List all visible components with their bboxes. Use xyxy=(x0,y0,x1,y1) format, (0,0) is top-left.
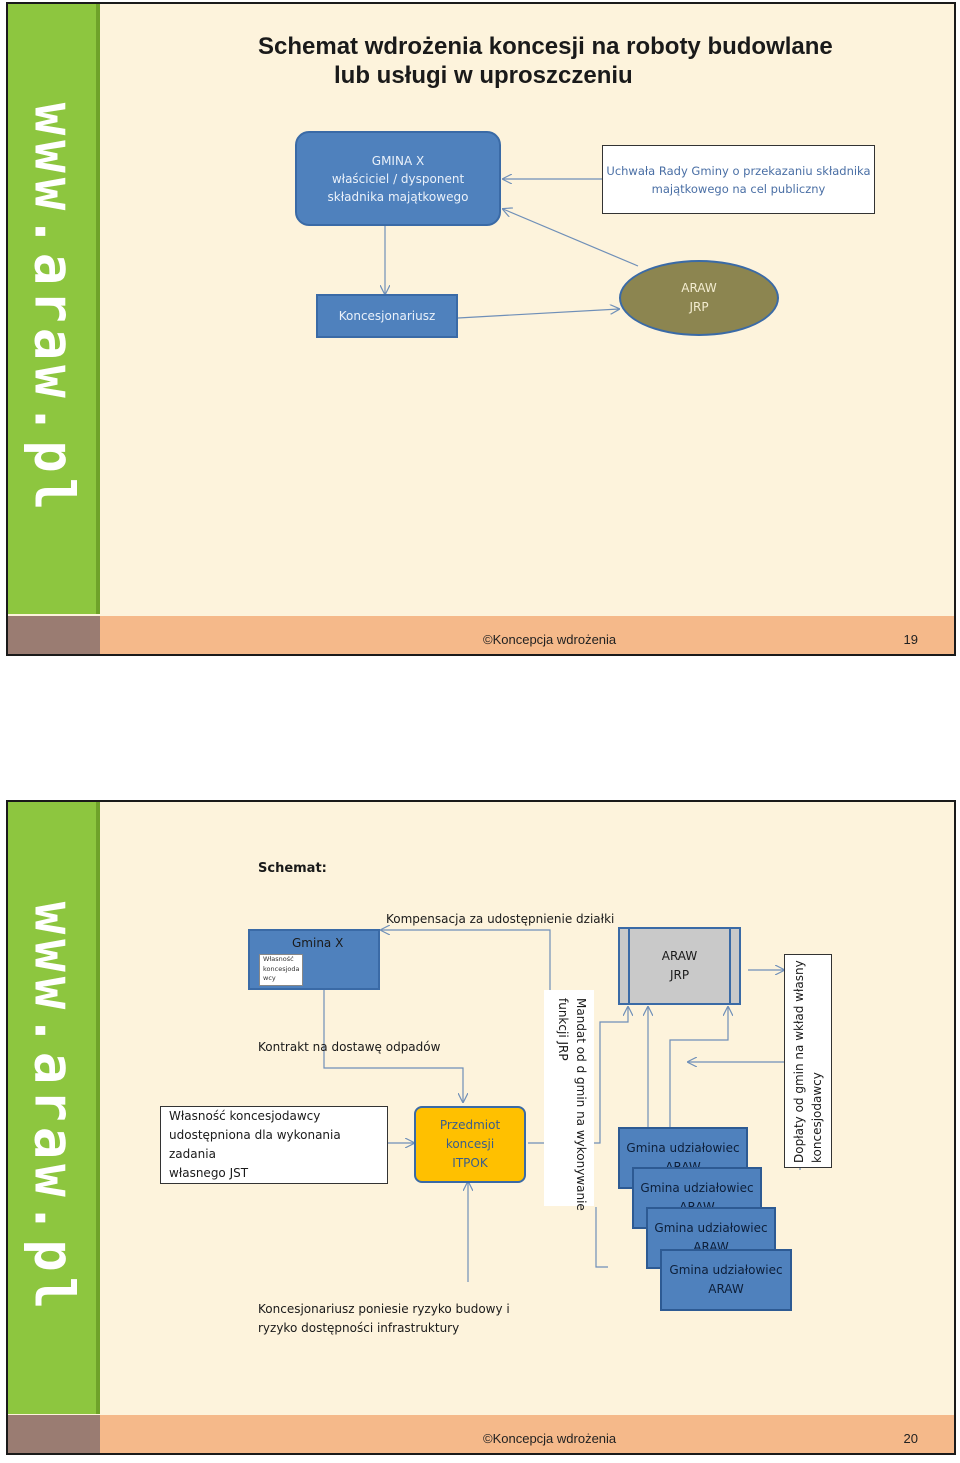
uchwala-box: Uchwała Rady Gminy o przekazaniu składni… xyxy=(602,145,875,214)
footer-copyright: ©Koncepcja wdrożenia xyxy=(483,1431,617,1446)
doplaty-text: Dopłaty od gmin na wkład własny koncesjo… xyxy=(790,960,826,1163)
udzialowiec-2-line-1: Gmina udziałowiec xyxy=(640,1181,754,1195)
araw-line-1: ARAW xyxy=(681,281,717,295)
udzialowiec-box-4: Gmina udziałowiec ARAW xyxy=(660,1249,792,1311)
slide2-connectors xyxy=(323,802,801,1282)
inner-line-2: koncesjoda xyxy=(263,964,300,973)
inner-line-3: wcy xyxy=(263,974,276,982)
ryzyko-line-2: ryzyko dostępności infrastruktury xyxy=(258,1321,460,1335)
przedmiot-box: Przedmiot koncesji ITPOK xyxy=(414,1106,526,1183)
footer-corner xyxy=(8,1415,100,1453)
kompensacja-label: Kompensacja za udostępnienie działki xyxy=(386,912,615,926)
udzialowiec-4-line-2: ARAW xyxy=(708,1282,744,1296)
koncesjonariusz-label: Koncesjonariusz xyxy=(338,309,436,323)
inner-line-1: Własność xyxy=(263,955,294,963)
mandat-box: Mandat od d gmin na wykonywanie funkcji … xyxy=(544,990,594,1211)
uchwala-line-1: Uchwała Rady Gminy o przekazaniu składni… xyxy=(606,163,871,178)
schemat-label: Schemat: xyxy=(258,861,327,876)
gmina-line-1: GMINA X xyxy=(371,153,425,168)
title-line-1: Schemat wdrożenia koncesji na roboty bud… xyxy=(258,33,833,60)
sidebar-banner: www.araw.pl xyxy=(8,4,100,614)
ryzyko-line-1: Koncesjonariusz poniesie ryzyko budowy i xyxy=(258,1302,510,1316)
araw-jrp-box: ARAW JRP xyxy=(618,927,741,1005)
uchwala-line-2: majątkowego na cel publiczny xyxy=(651,181,826,196)
kontrakt-label: Kontrakt na dostawę odpadów xyxy=(258,1040,441,1054)
page-number: 20 xyxy=(903,1431,918,1446)
wlasnosc-line-3: własnego JST xyxy=(169,1166,249,1180)
sidebar-edge xyxy=(96,4,100,614)
przedmiot-line-2: koncesji xyxy=(445,1137,495,1151)
doplaty-line-1: Dopłaty od gmin na wkład własny xyxy=(792,960,806,1163)
araw-inner-border xyxy=(628,929,731,1003)
slide1-connectors xyxy=(8,4,639,319)
doplaty-line-2: koncesjodawcy xyxy=(810,1072,824,1163)
footer-copyright: ©Koncepcja wdrożenia xyxy=(483,632,617,647)
line-kompensacja xyxy=(381,930,551,990)
gmina-x-box: Gmina X Własność koncesjoda wcy xyxy=(248,929,380,990)
footer-bar: ©Koncepcja wdrożenia 19 xyxy=(8,616,954,654)
page-title: Schemat wdrożenia koncesji na roboty bud… xyxy=(258,32,898,90)
gmina-line-3: składnika majątkowego xyxy=(327,189,469,204)
title-line-2: lub usługi w uproszczeniu xyxy=(334,62,633,89)
slide-20: www.araw.pl Schemat: Kompensacja za udos… xyxy=(6,800,956,1455)
udzialowiec-4-line-1: Gmina udziałowiec xyxy=(669,1263,783,1277)
przedmiot-line-3: ITPOK xyxy=(452,1156,488,1170)
doplaty-box: Dopłaty od gmin na wkład własny koncesjo… xyxy=(784,954,832,1168)
gmina-line-2: właściciel / dysponent xyxy=(331,171,465,186)
araw-line-1: ARAW xyxy=(661,949,698,963)
wlasnosc-line-1: Własność koncesjodawcy xyxy=(169,1109,321,1123)
sidebar-edge xyxy=(96,802,100,1414)
wlasnosc-line-2: udostępniona dla wykonania zadania xyxy=(169,1128,341,1161)
udzialowiec-3-line-1: Gmina udziałowiec xyxy=(654,1221,768,1235)
gmina-x-label: Gmina X xyxy=(292,936,344,950)
mandat-text: Mandat od d gmin na wykonywanie funkcji … xyxy=(554,998,590,1211)
line-mandat-vertical xyxy=(595,1207,608,1268)
gmina-owner-box: GMINA X właściciel / dysponent składnika… xyxy=(295,131,501,226)
udzialowiec-1-line-1: Gmina udziałowiec xyxy=(626,1141,740,1155)
arrow-koncesjonariusz-to-araw xyxy=(457,309,619,319)
arrow-araw-to-gmina xyxy=(503,209,639,267)
slide-19: www.araw.pl Schemat wdrożenia koncesji n… xyxy=(6,2,956,656)
araw-jrp-ellipse: ARAW JRP xyxy=(619,260,779,336)
footer-corner xyxy=(8,616,100,654)
mandat-line-1: Mandat od d gmin na wykonywanie xyxy=(574,998,588,1211)
line-gminy-to-araw-2 xyxy=(669,1007,728,1127)
wlasnosc-box: Własność koncesjodawcy udostępniona dla … xyxy=(160,1106,388,1184)
page-number: 19 xyxy=(903,632,918,647)
wlasnosc-inner-box: Własność koncesjoda wcy xyxy=(259,954,303,986)
line-gmina-to-przedmiot xyxy=(323,990,463,1102)
araw-line-2: JRP xyxy=(669,968,690,982)
footer-bar: ©Koncepcja wdrożenia 20 xyxy=(8,1415,954,1453)
araw-line-2: JRP xyxy=(689,300,709,314)
ryzyko-text: Koncesjonariusz poniesie ryzyko budowy i… xyxy=(258,1300,510,1338)
koncesjonariusz-box: Koncesjonariusz xyxy=(316,294,458,338)
przedmiot-line-1: Przedmiot xyxy=(439,1118,501,1132)
sidebar-banner: www.araw.pl xyxy=(8,802,100,1414)
mandat-line-2: funkcji JRP xyxy=(556,998,570,1061)
